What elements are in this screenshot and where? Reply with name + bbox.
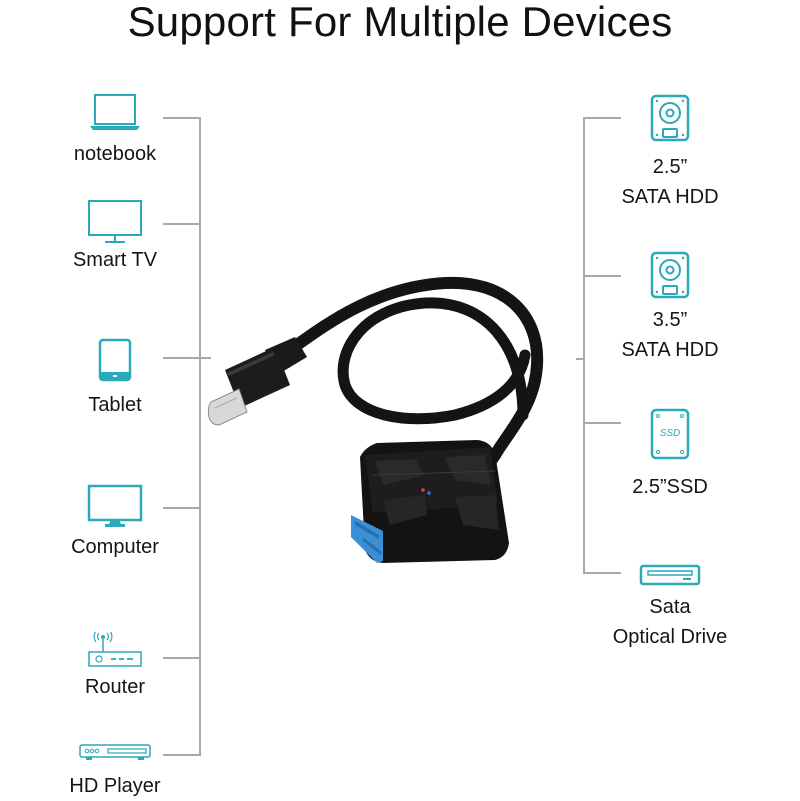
device-label-line1: Sata <box>649 596 691 618</box>
device-label: HD Player <box>69 775 161 797</box>
device-label-line1: 2.5” <box>652 156 688 178</box>
device-smart-tv: Smart TV <box>55 199 175 275</box>
right-bracket-vertical-line <box>583 117 585 574</box>
monitor-icon <box>87 484 143 527</box>
tv-icon <box>88 200 142 243</box>
left-tick-smart-tv <box>163 223 201 225</box>
right-tick-center <box>576 358 584 360</box>
hdd-icon <box>650 251 690 299</box>
tablet-icon <box>98 338 132 382</box>
device-label: Smart TV <box>72 249 158 271</box>
optical-drive-icon <box>639 564 701 586</box>
device-sata-optical-drive: Sata Optical Drive <box>600 564 740 652</box>
device-label: notebook <box>73 143 157 165</box>
device-label-line2: SATA HDD <box>621 339 719 361</box>
hd-player-icon <box>79 744 151 760</box>
sata-connector <box>351 515 383 563</box>
left-bracket-vertical-line <box>199 117 201 756</box>
device-label-line1: 3.5” <box>652 309 688 331</box>
device-hd-player: HD Player <box>55 743 175 801</box>
page-title: Support For Multiple Devices <box>127 0 673 45</box>
left-tick-router <box>163 657 201 659</box>
device-computer: Computer <box>55 484 175 562</box>
router-icon <box>88 632 142 667</box>
usb-c-sata-adapter-image <box>207 276 544 563</box>
device-label: Router <box>84 676 146 698</box>
device-label-line2: Optical Drive <box>612 626 728 648</box>
device-2-5-ssd: SSD 2.5”SSD <box>600 408 740 502</box>
device-label: Tablet <box>88 394 142 416</box>
device-router: Router <box>55 632 175 702</box>
device-label-line1: 2.5”SSD <box>632 476 708 498</box>
usb-c-connector <box>207 337 307 426</box>
device-2-5-sata-hdd: 2.5” SATA HDD <box>600 94 740 212</box>
laptop-icon <box>90 94 140 130</box>
left-tick-tablet <box>163 357 211 359</box>
left-tick-hd-player <box>163 754 201 756</box>
device-tablet: Tablet <box>55 338 175 420</box>
right-tick-3-5-hdd <box>583 275 621 277</box>
hdd-icon <box>650 94 690 142</box>
right-tick-optical <box>583 572 621 574</box>
right-tick-ssd <box>583 422 621 424</box>
sata-adapter-box <box>360 440 509 563</box>
left-tick-notebook <box>163 117 201 119</box>
device-3-5-sata-hdd: 3.5” SATA HDD <box>600 251 740 365</box>
device-label-line2: SATA HDD <box>621 186 719 208</box>
device-notebook: notebook <box>55 93 175 169</box>
svg-text:SSD: SSD <box>660 428 681 439</box>
ssd-icon: SSD <box>650 408 690 460</box>
right-tick-2-5-hdd <box>583 117 621 119</box>
device-label: Computer <box>71 536 159 558</box>
left-tick-computer <box>163 507 201 509</box>
